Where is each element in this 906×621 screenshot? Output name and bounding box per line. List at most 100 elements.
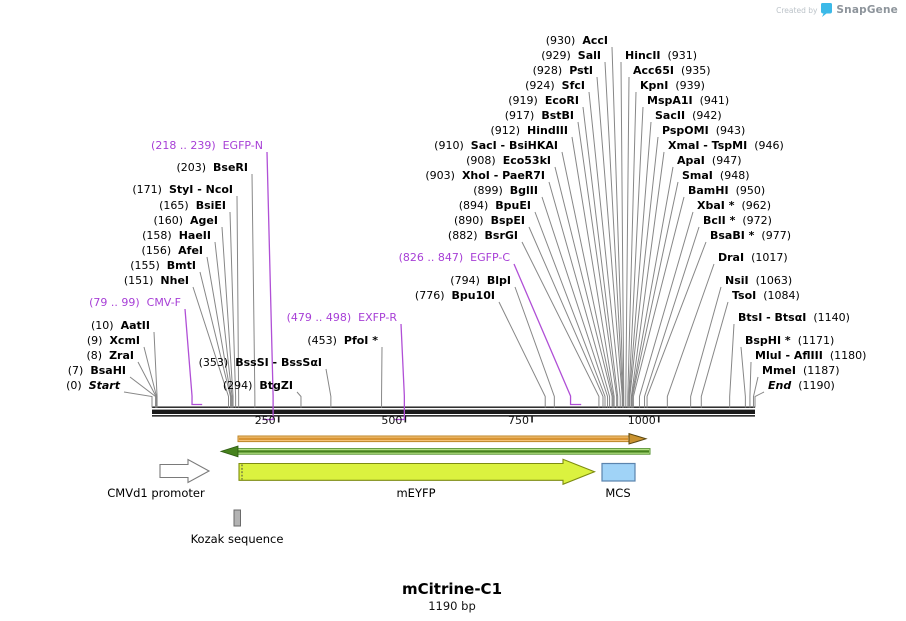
enzyme-site-label[interactable]: (948) SmaI — [682, 168, 750, 184]
primer-callout-line — [513, 263, 582, 406]
site-callout-line — [325, 368, 332, 408]
enzyme-site-label[interactable]: (776) Bpu10I — [415, 288, 495, 304]
terminus-label[interactable]: (0) Start — [66, 378, 120, 394]
enzyme-site-label[interactable]: (899) BglII — [473, 183, 538, 199]
enzyme-site-label[interactable]: (794) BlpI — [450, 273, 511, 289]
site-position: (962) — [741, 199, 772, 212]
feature-label-meyfp[interactable]: mEYFP — [396, 486, 436, 500]
enzyme-site-label[interactable]: (1017) DraI — [718, 250, 788, 266]
enzyme-site-label[interactable]: (890) BspEI — [454, 213, 525, 229]
primer-label[interactable]: (826 .. 847) EGFP-C — [399, 250, 510, 266]
enzyme-site-label[interactable]: (930) AccI — [546, 33, 608, 49]
enzyme-site-label[interactable]: (294) BtgZI — [223, 378, 293, 394]
enzyme-site-label[interactable]: (928) PstI — [533, 63, 593, 79]
enzyme-site-label[interactable]: (972) BclI * — [703, 213, 772, 229]
site-callout-line — [630, 151, 665, 408]
sequence-bar[interactable] — [152, 409, 755, 414]
enzyme-site-label[interactable]: (929) SalI — [541, 48, 601, 64]
terminus-label[interactable]: (1190) End — [768, 378, 835, 394]
site-name: ZraI — [109, 349, 134, 362]
enzyme-site-label[interactable]: (155) BmtI — [130, 258, 196, 274]
feature-label-mcs[interactable]: MCS — [605, 486, 631, 500]
site-name: AccI — [582, 34, 608, 47]
sequence-bar[interactable] — [152, 406, 755, 408]
site-position: (203) — [176, 161, 207, 174]
site-callout-line — [596, 76, 623, 408]
enzyme-site-label[interactable]: (931) HincII — [625, 48, 697, 64]
enzyme-site-label[interactable]: (1084) TsoI — [732, 288, 800, 304]
site-callout-line — [588, 91, 621, 408]
site-position: (155) — [130, 259, 160, 272]
site-position: (928) — [532, 64, 563, 77]
enzyme-site-label[interactable]: (882) BsrGI — [448, 228, 518, 244]
site-name: BlpI — [486, 274, 511, 287]
site-name: BsiEI — [195, 199, 226, 212]
enzyme-site-label[interactable]: (943) PspOMI — [662, 123, 745, 139]
site-position: (218 .. 239) — [151, 139, 216, 152]
enzyme-site-label[interactable]: (203) BseRI — [176, 160, 248, 176]
feature-meyfp[interactable] — [238, 458, 596, 486]
enzyme-site-label[interactable]: (947) ApaI — [677, 153, 742, 169]
enzyme-site-label[interactable]: (917) BstBI — [505, 108, 574, 124]
plasmid-title: mCitrine-C1 — [401, 580, 503, 598]
site-name: AatII — [120, 319, 150, 332]
feature-orf-reverse[interactable] — [219, 445, 239, 458]
site-position: (1187) — [802, 364, 840, 377]
enzyme-site-label[interactable]: (977) BsaBI * — [710, 228, 791, 244]
enzyme-site-label[interactable]: (156) AfeI — [142, 243, 203, 259]
enzyme-site-label[interactable]: (7) BsaHI — [68, 363, 126, 379]
site-name: BssSI - BssSαI — [235, 356, 322, 369]
enzyme-site-label[interactable]: (908) Eco53kI — [466, 153, 551, 169]
site-name: BspHI * — [745, 334, 791, 347]
enzyme-site-label[interactable]: (903) XhoI - PaeR7I — [425, 168, 545, 184]
enzyme-site-label[interactable]: (165) BsiEI — [159, 198, 226, 214]
enzyme-site-label[interactable]: (151) NheI — [124, 273, 189, 289]
enzyme-site-label[interactable]: (910) SacI - BsiHKAI — [434, 138, 558, 154]
feature-cmvd1-promoter[interactable] — [159, 458, 211, 484]
enzyme-site-label[interactable]: (942) SacII — [655, 108, 722, 124]
site-name: XhoI - PaeR7I — [461, 169, 545, 182]
enzyme-site-label[interactable]: (353) BssSI - BssSαI — [199, 355, 322, 371]
enzyme-site-label[interactable]: (950) BamHI — [688, 183, 765, 199]
enzyme-site-label[interactable]: (941) MspA1I — [647, 93, 729, 109]
enzyme-site-label[interactable]: (1171) BspHI * — [745, 333, 834, 349]
enzyme-site-label[interactable]: (10) AatII — [91, 318, 150, 334]
feature-orf-forward[interactable] — [628, 432, 648, 445]
enzyme-site-label[interactable]: (946) XmaI - TspMI — [668, 138, 784, 154]
primer-label[interactable]: (218 .. 239) EGFP-N — [151, 138, 263, 154]
primer-label[interactable]: (79 .. 99) CMV-F — [89, 295, 181, 311]
feature-mcs[interactable] — [601, 462, 636, 482]
feature-kozak[interactable] — [233, 509, 241, 527]
feature-label-kozak[interactable]: Kozak sequence — [190, 532, 284, 546]
feature-label-cmvd1-promoter[interactable]: CMVd1 promoter — [107, 486, 205, 500]
site-callout-line — [137, 361, 157, 408]
primer-label[interactable]: (479 .. 498) EXFP-R — [287, 310, 397, 326]
enzyme-site-label[interactable]: (453) PfoI * — [307, 333, 378, 349]
enzyme-site-label[interactable]: (160) AgeI — [153, 213, 218, 229]
site-name: SacI - BsiHKAI — [470, 139, 558, 152]
enzyme-site-label[interactable]: (1063) NsiI — [725, 273, 792, 289]
site-position: (151) — [123, 274, 154, 287]
enzyme-site-label[interactable]: (919) EcoRI — [508, 93, 579, 109]
enzyme-site-label[interactable]: (924) SfcI — [525, 78, 585, 94]
enzyme-site-label[interactable]: (939) KpnI — [640, 78, 705, 94]
enzyme-site-label[interactable]: (9) XcmI — [87, 333, 140, 349]
enzyme-site-label[interactable]: (171) StyI - NcoI — [132, 182, 233, 198]
enzyme-site-label[interactable]: (8) ZraI — [86, 348, 134, 364]
site-callout-line — [251, 173, 256, 408]
enzyme-site-label[interactable]: (912) HindIII — [490, 123, 568, 139]
enzyme-site-label[interactable]: (158) HaeII — [142, 228, 211, 244]
enzyme-site-label[interactable]: (935) Acc65I — [633, 63, 711, 79]
site-position: (79 .. 99) — [89, 296, 140, 309]
site-callout-line — [214, 241, 233, 408]
enzyme-site-label[interactable]: (1140) BtsI - BtsαI — [738, 310, 850, 326]
site-position: (156) — [141, 244, 172, 257]
enzyme-site-label[interactable]: (1187) MmeI — [762, 363, 840, 379]
site-callout-line — [123, 391, 153, 408]
site-name: PstI — [569, 64, 593, 77]
site-callout-line — [690, 286, 722, 408]
sequence-bar[interactable] — [152, 415, 755, 417]
enzyme-site-label[interactable]: (1180) MluI - AflIII — [755, 348, 866, 364]
enzyme-site-label[interactable]: (962) XbaI * — [697, 198, 771, 214]
enzyme-site-label[interactable]: (894) BpuEI — [459, 198, 531, 214]
